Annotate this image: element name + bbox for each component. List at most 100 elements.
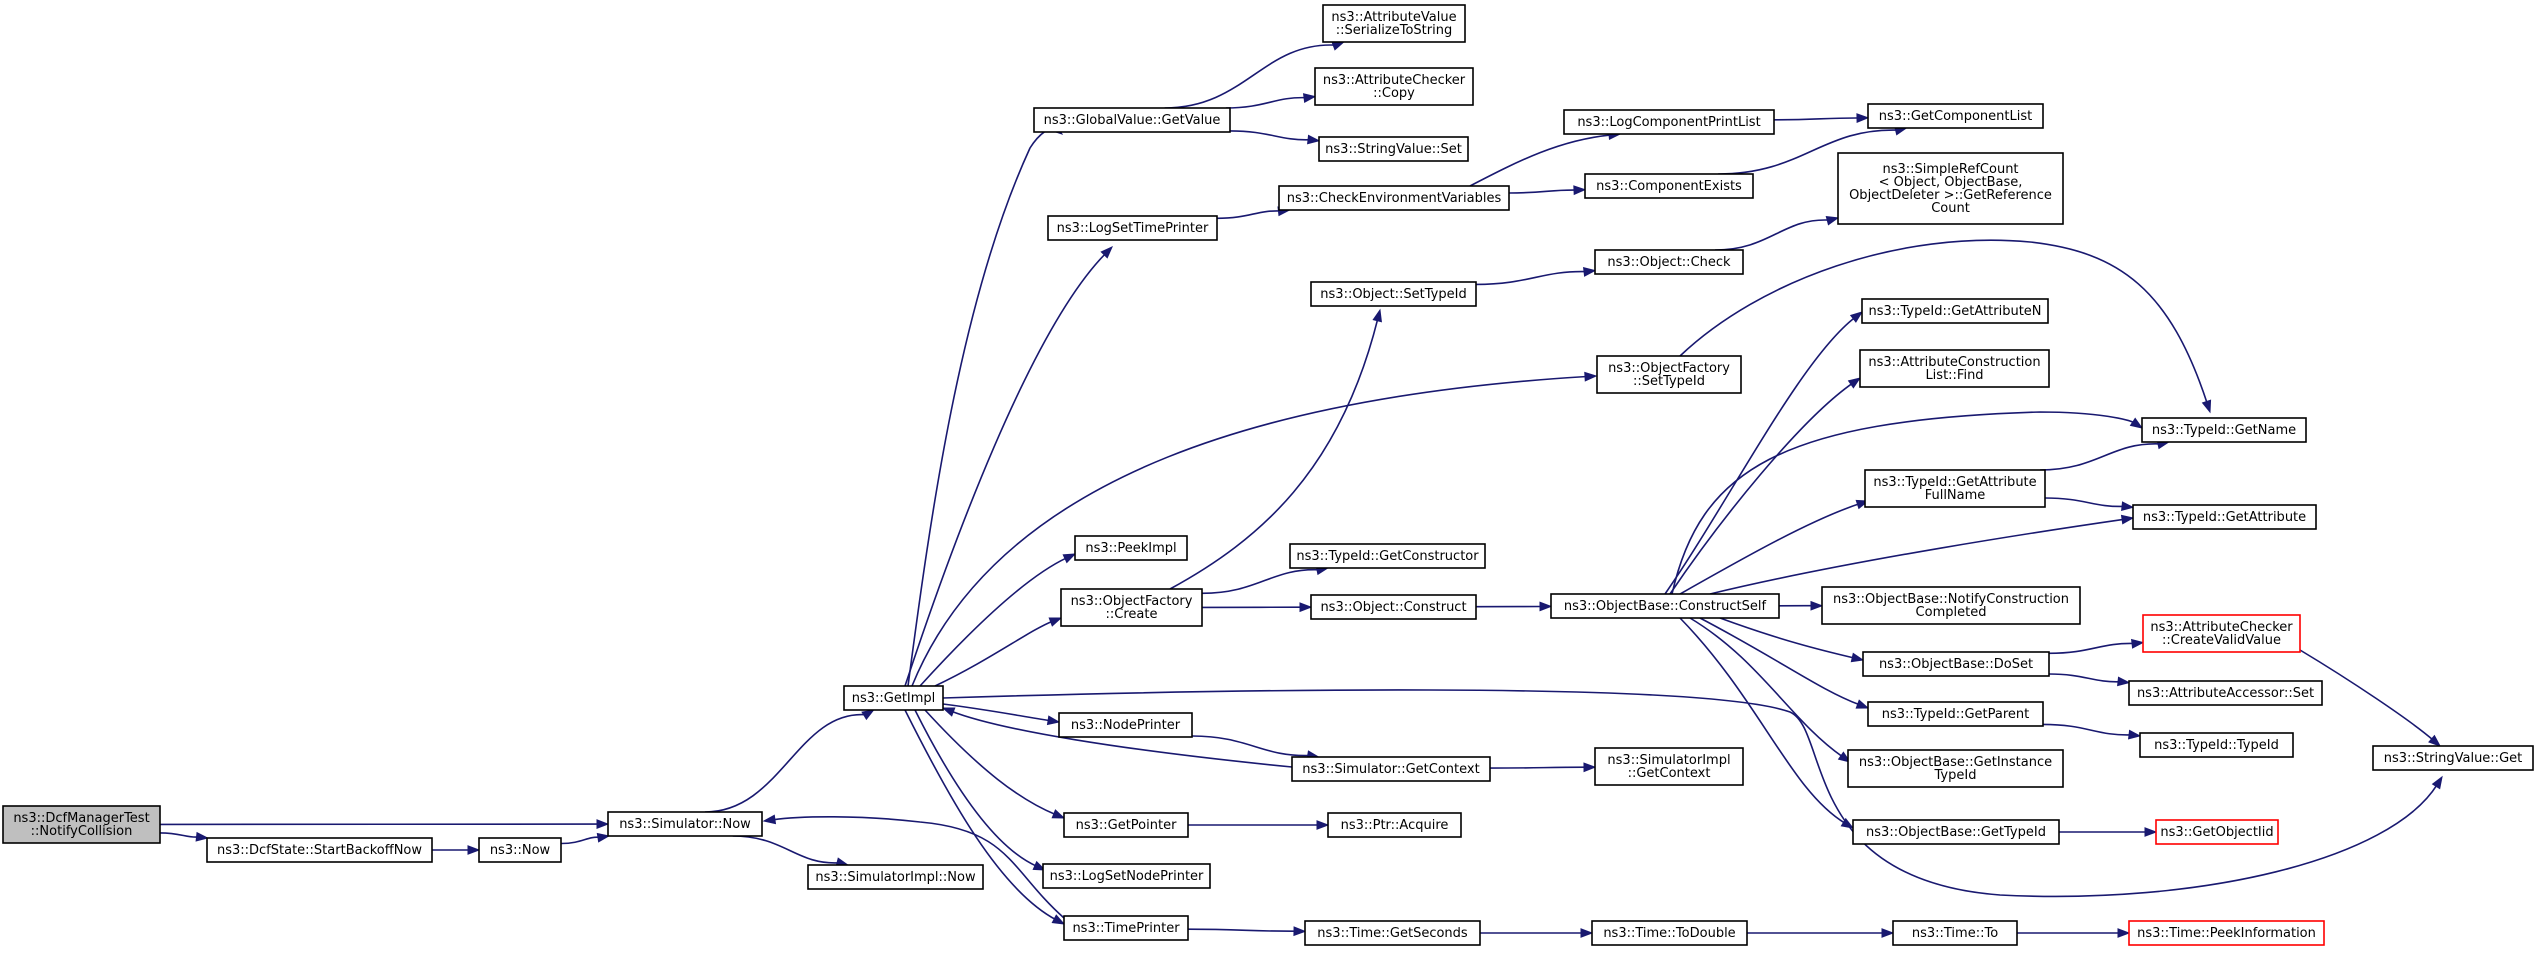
arrowhead-icon	[2428, 734, 2442, 747]
edge-line	[704, 713, 866, 813]
node-getPointer[interactable]: ns3::GetPointer	[1063, 812, 1189, 838]
node-label-line: ns3::Time::PeekInformation	[2137, 926, 2316, 941]
edge-line	[914, 709, 1038, 868]
node-label-line: List::Find	[1925, 368, 1983, 383]
edge-line	[560, 836, 601, 845]
node-tidGetAttrN[interactable]: ns3::TypeId::GetAttributeN	[1861, 298, 2049, 324]
node-simImplNow[interactable]: ns3::SimulatorImpl::Now	[807, 864, 984, 890]
node-ptrAcquire[interactable]: ns3::Ptr::Acquire	[1327, 812, 1462, 838]
node-box	[1304, 920, 1481, 946]
node-compExists[interactable]: ns3::ComponentExists	[1584, 173, 1754, 199]
edge-line	[2048, 673, 2121, 683]
arrowhead-icon	[1849, 311, 1864, 323]
arrowhead-icon	[2127, 729, 2142, 740]
node-peekImpl[interactable]: ns3::PeekImpl	[1074, 535, 1188, 561]
node-label-line: ns3::TimePrinter	[1072, 921, 1180, 936]
edge-simGetContext-to-simImplGetContext	[1489, 762, 1597, 773]
node-tidGetAttr[interactable]: ns3::TypeId::GetAttribute	[2132, 504, 2317, 530]
node-logSetNode[interactable]: ns3::LogSetNodePrinter	[1042, 863, 1211, 889]
node-objCheck[interactable]: ns3::Object::Check	[1594, 249, 1744, 275]
node-label-line: FullName	[1925, 488, 1986, 503]
edge-line	[904, 252, 1107, 687]
node-gvGetValue[interactable]: ns3::GlobalValue::GetValue	[1033, 107, 1231, 133]
node-simpleRef[interactable]: ns3::SimpleRefCount< Object, ObjectBase,…	[1837, 152, 2064, 225]
node-label-line: ns3::SimulatorImpl	[1607, 753, 1730, 768]
node-label-line: ::Copy	[1373, 86, 1415, 101]
node-label-line: ns3::SimulatorImpl::Now	[815, 870, 976, 885]
node-obNotifyConstr[interactable]: ns3::ObjectBase::NotifyConstructionCompl…	[1821, 586, 2081, 625]
node-box	[1563, 109, 1775, 135]
node-avSerialize[interactable]: ns3::AttributeValue::SerializeToString	[1322, 4, 1466, 43]
edge-timePrinter-to-timeGetSeconds	[1187, 926, 1307, 937]
node-label-line: ns3::ObjectBase::DoSet	[1879, 657, 2033, 672]
arrowhead-icon	[1583, 267, 1597, 277]
node-nodePrinter[interactable]: ns3::NodePrinter	[1058, 712, 1193, 738]
node-label-line: ns3::Object::Construct	[1320, 600, 1466, 615]
edge-line	[1164, 44, 1336, 109]
node-checkEnv[interactable]: ns3::CheckEnvironmentVariables	[1278, 185, 1510, 211]
node-box	[1550, 593, 1780, 619]
node-objSetTypeId[interactable]: ns3::Object::SetTypeId	[1310, 281, 1477, 307]
node-getImpl[interactable]: ns3::GetImpl	[843, 685, 944, 711]
node-svSet[interactable]: ns3::StringValue::Set	[1318, 136, 1469, 162]
edge-line	[1679, 239, 2208, 404]
node-box	[1310, 594, 1477, 620]
node-timeGetSeconds[interactable]: ns3::Time::GetSeconds	[1304, 920, 1481, 946]
node-svGet[interactable]: ns3::StringValue::Get	[2372, 745, 2534, 771]
node-label-line: ns3::Time::GetSeconds	[1317, 926, 1468, 941]
node-obGetTypeId[interactable]: ns3::ObjectBase::GetTypeId	[1852, 819, 2060, 845]
arrowhead-icon	[1584, 371, 1598, 382]
node-box	[1074, 535, 1188, 561]
node-obDoSet[interactable]: ns3::ObjectBase::DoSet	[1862, 651, 2050, 677]
edge-line	[1469, 134, 1612, 187]
node-label-line: ns3::Simulator::Now	[619, 817, 751, 832]
arrowhead-icon	[1032, 860, 1047, 871]
node-tidTypeId[interactable]: ns3::TypeId::TypeId	[2139, 732, 2294, 758]
node-tidGetCtor[interactable]: ns3::TypeId::GetConstructor	[1289, 543, 1486, 569]
node-label-line: ns3::PeekImpl	[1085, 541, 1176, 556]
node-tidGetParent[interactable]: ns3::TypeId::GetParent	[1867, 701, 2044, 727]
arrowhead-icon	[2117, 676, 2131, 687]
node-label-line: ns3::CheckEnvironmentVariables	[1287, 191, 1502, 206]
node-timePrinter[interactable]: ns3::TimePrinter	[1063, 915, 1189, 941]
node-objConstruct[interactable]: ns3::Object::Construct	[1310, 594, 1477, 620]
node-timePeekInfo[interactable]: ns3::Time::PeekInformation	[2128, 920, 2325, 946]
node-simImplGetContext[interactable]: ns3::SimulatorImpl::GetContext	[1594, 747, 1744, 786]
edge-obConstructSelf-to-obGetInstTid	[1689, 617, 1852, 763]
node-obConstructSelf[interactable]: ns3::ObjectBase::ConstructSelf	[1550, 593, 1780, 619]
edge-getImpl-to-ofSetTypeId	[911, 371, 1598, 687]
node-logCompPrint[interactable]: ns3::LogComponentPrintList	[1563, 109, 1775, 135]
node-acCopy[interactable]: ns3::AttributeChecker::Copy	[1314, 67, 1474, 106]
node-label-line: ::CreateValidValue	[2162, 633, 2281, 648]
node-tidGetName[interactable]: ns3::TypeId::GetName	[2141, 417, 2307, 443]
edge-getImpl-to-timePrinter	[904, 709, 1066, 925]
node-timeTo[interactable]: ns3::Time::To	[1892, 920, 2018, 946]
edge-line	[1689, 617, 1844, 758]
node-box	[1042, 863, 1211, 889]
node-simNow[interactable]: ns3::Simulator::Now	[607, 811, 763, 837]
node-logSetTime[interactable]: ns3::LogSetTimePrinter	[1047, 215, 1218, 241]
node-now[interactable]: ns3::Now	[478, 837, 562, 863]
arrowhead-icon	[467, 845, 481, 855]
node-getCompList[interactable]: ns3::GetComponentList	[1867, 103, 2044, 129]
arrowhead-icon	[2431, 775, 2443, 790]
node-ofCreate[interactable]: ns3::ObjectFactory::Create	[1060, 588, 1203, 627]
node-startBackoff[interactable]: ns3::DcfState::StartBackoffNow	[206, 837, 433, 863]
node-getObjectIid[interactable]: ns3::GetObjectIid	[2155, 819, 2279, 845]
node-aaSet[interactable]: ns3::AttributeAccessor::Set	[2128, 680, 2323, 706]
node-acCreateValid[interactable]: ns3::AttributeChecker::CreateValidValue	[2142, 614, 2301, 653]
arrowhead-icon	[1810, 600, 1824, 611]
edge-getPointer-to-ptrAcquire	[1188, 820, 1330, 830]
arrowhead-icon	[596, 819, 610, 829]
node-simGetContext[interactable]: ns3::Simulator::GetContext	[1291, 756, 1491, 782]
arrowhead-icon	[1825, 216, 1840, 226]
node-root[interactable]: ns3::DcfManagerTest::NotifyCollision	[2, 805, 161, 844]
node-label-line: ns3::StringValue::Set	[1325, 142, 1462, 157]
node-ofSetTypeId[interactable]: ns3::ObjectFactory::SetTypeId	[1596, 355, 1742, 394]
node-label-line: ns3::TypeId::GetParent	[1882, 707, 2030, 722]
node-timeToDouble[interactable]: ns3::Time::ToDouble	[1591, 920, 1748, 946]
arrowhead-icon	[1372, 308, 1382, 323]
